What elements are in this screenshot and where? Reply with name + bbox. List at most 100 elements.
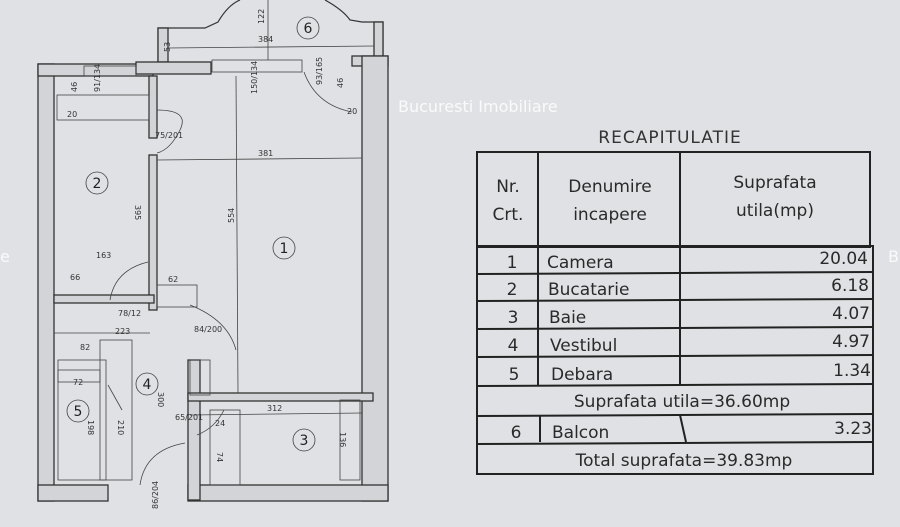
watermark-right-fragment: B [888, 247, 899, 266]
svg-text:4: 4 [508, 336, 519, 356]
table-header: Nr. Crt. Denumire incapere Suprafata uti… [493, 173, 817, 225]
room-4-label: 4 [135, 372, 159, 396]
wall-kitchen-top [148, 75, 158, 139]
wall-kitchen-room [148, 154, 158, 311]
dim-label: 46 [70, 82, 79, 92]
svg-text:Crt.: Crt. [493, 205, 524, 225]
svg-text:5: 5 [509, 365, 520, 385]
dim-label: 46 [336, 78, 345, 88]
wall-bottom-right [187, 484, 389, 502]
door-kitchen [156, 109, 183, 154]
dim-label: 384 [258, 35, 273, 44]
dim-label: 136 [338, 432, 347, 447]
wall-bottom-left [37, 484, 109, 502]
dim-label: 20 [67, 110, 77, 119]
svg-text:6: 6 [304, 21, 313, 37]
dim-label: 381 [258, 149, 273, 158]
dim-label: 300 [156, 392, 165, 407]
watermark-left-fragment: e [0, 247, 10, 266]
room-labels: 1 2 3 4 5 6 [66, 16, 320, 452]
door-bath [196, 409, 225, 436]
svg-text:3: 3 [508, 308, 519, 328]
svg-text:4.07: 4.07 [832, 304, 870, 324]
door-kitchen-hall [109, 261, 149, 301]
dim-label: 223 [115, 327, 130, 336]
dim-label: 84/200 [194, 325, 222, 334]
table-row: 4 Vestibul 4.97 [508, 332, 870, 356]
total-row: Total suprafata=39.83mp [575, 451, 793, 471]
room-2-label: 2 [85, 171, 109, 195]
room-5-label: 5 [66, 399, 90, 423]
room-1-label: 1 [272, 236, 296, 260]
svg-text:Denumire: Denumire [568, 177, 651, 197]
wall-left [37, 63, 55, 502]
door-room [189, 304, 237, 351]
svg-text:2: 2 [507, 280, 518, 300]
svg-text:Camera: Camera [547, 253, 614, 273]
dim-label: 312 [267, 404, 282, 413]
dim-label: 163 [96, 251, 111, 260]
dim-label: 122 [257, 9, 266, 24]
subtotal-row: Suprafata utila=36.60mp [574, 392, 790, 412]
svg-text:Nr.: Nr. [496, 177, 520, 197]
svg-text:3: 3 [300, 433, 309, 449]
svg-text:2: 2 [93, 176, 102, 192]
dim-label: 198 [86, 420, 95, 435]
dim-label: 91/134 [93, 64, 102, 92]
room-6-label: 6 [296, 16, 320, 40]
svg-text:Debara: Debara [551, 365, 613, 385]
dim-label: 24 [215, 419, 225, 428]
svg-text:1.34: 1.34 [833, 361, 871, 381]
svg-text:utila(mp): utila(mp) [736, 201, 814, 221]
svg-text:Baie: Baie [549, 308, 586, 328]
wall-top-mid [135, 61, 212, 75]
dim-label: 72 [73, 378, 83, 387]
svg-text:4: 4 [143, 377, 152, 393]
svg-text:1: 1 [507, 253, 518, 273]
svg-text:4.97: 4.97 [832, 332, 870, 352]
dim-label: 93/165 [315, 57, 324, 85]
watermark-text: Bucuresti Imobiliare [398, 97, 558, 116]
dim-label: 86/204 [151, 481, 160, 509]
wall-right [361, 55, 389, 502]
dim-label: 66 [70, 273, 80, 282]
dim-label: 20 [347, 107, 357, 116]
dim-label: 75/201 [155, 131, 183, 140]
dim-label: 62 [168, 275, 178, 284]
dim-label: 74 [215, 452, 224, 462]
watermark: Bucuresti Imobiliare e B [0, 97, 899, 266]
dim-label: 395 [133, 205, 142, 220]
door-balcony [303, 71, 353, 113]
svg-text:5: 5 [74, 404, 83, 420]
svg-text:Suprafata: Suprafata [733, 173, 816, 193]
svg-text:1: 1 [280, 241, 289, 257]
wall-kitchen-bottom [53, 294, 155, 304]
dim-label: 150/134 [250, 61, 259, 94]
table-title: RECAPITULATIE [598, 128, 741, 148]
table-row-balcony: 6 Balcon 3.23 [511, 419, 872, 443]
svg-text:6: 6 [511, 423, 522, 443]
door-entrance [139, 442, 186, 486]
svg-text:Bucatarie: Bucatarie [548, 280, 629, 300]
floor-plan [37, 0, 389, 502]
table-row: 5 Debara 1.34 [509, 361, 871, 385]
svg-text:Balcon: Balcon [552, 423, 609, 443]
svg-text:incapere: incapere [573, 205, 647, 225]
svg-text:3.23: 3.23 [834, 419, 872, 439]
dimension-labels: 122 384 53 46 20 91/134 150/134 93/165 4… [67, 9, 357, 509]
balcony-outline [157, 0, 384, 62]
svg-text:20.04: 20.04 [819, 249, 868, 269]
summary-table: RECAPITULATIE Nr. Crt. Denumire incapere… [476, 128, 874, 475]
table-row: 3 Baie 4.07 [508, 304, 870, 328]
table-row: 2 Bucatarie 6.18 [507, 276, 869, 300]
wall-bath-top [187, 392, 374, 402]
dim-label: 78/12 [118, 309, 141, 318]
svg-text:6.18: 6.18 [831, 276, 869, 296]
room-3-label: 3 [292, 428, 316, 452]
dim-label: 210 [116, 420, 125, 435]
dim-label: 53 [163, 42, 172, 52]
dim-label: 65/201 [175, 413, 203, 422]
table-row: 1 Camera 20.04 [507, 249, 868, 273]
dim-label: 82 [80, 343, 90, 352]
